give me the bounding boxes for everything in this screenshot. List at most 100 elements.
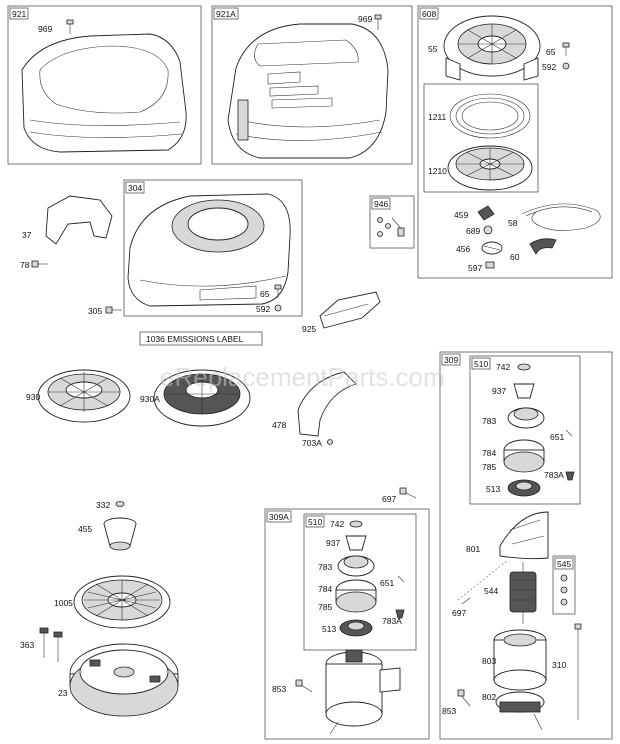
- baffle-37: [45, 195, 113, 245]
- flywheel-23: [69, 643, 179, 717]
- part-803: 803: [482, 656, 496, 666]
- part-1210: 1210: [428, 166, 447, 176]
- part-689: 689: [466, 226, 480, 236]
- group-label-309: 309: [444, 355, 458, 365]
- part-58: 58: [508, 218, 518, 228]
- part-60: 60: [510, 252, 520, 262]
- cup-455: [103, 517, 137, 551]
- part-651-b: 651: [380, 578, 394, 588]
- screw-697-a: [399, 487, 417, 499]
- part-783a-b: 783A: [382, 616, 402, 626]
- group-box-309a: [264, 508, 430, 740]
- washer-592-b: [274, 304, 282, 312]
- screw-305: [105, 306, 122, 314]
- kit-946: [377, 217, 405, 237]
- spring-689: [483, 225, 493, 235]
- pulley-1210: [447, 145, 533, 191]
- retainer-456: [481, 241, 503, 255]
- group-box-510-a: [469, 355, 581, 505]
- group-label-510-a: 510: [474, 359, 488, 369]
- group-label-309a: 309A: [269, 512, 289, 522]
- part-697-a: 697: [382, 494, 396, 504]
- wire-853-a: [295, 679, 313, 693]
- group-box-921a: [211, 5, 413, 165]
- part-592-a: 592: [542, 62, 556, 72]
- part-930: 930: [26, 392, 40, 402]
- emissions-label-box: [139, 331, 263, 346]
- part-513-a: 513: [486, 484, 500, 494]
- part-853-b: 853: [442, 706, 456, 716]
- cap-783a-a: [565, 471, 575, 481]
- screw-651-a: [565, 429, 573, 437]
- part-784-a: 784: [482, 448, 496, 458]
- part-969-a: 969: [38, 24, 52, 34]
- drive-784-b: [335, 579, 377, 613]
- screw-697-b: [461, 597, 471, 605]
- part-742-b: 742: [330, 519, 344, 529]
- part-455: 455: [78, 524, 92, 534]
- part-697-b: 697: [452, 608, 466, 618]
- part-930a: 930A: [140, 394, 160, 404]
- part-459: 459: [454, 210, 468, 220]
- group-box-545: [552, 555, 576, 615]
- gear-783-a: [507, 407, 545, 429]
- clutch-513-b: [339, 619, 373, 637]
- housing-803: [493, 629, 547, 691]
- handle-60: [529, 238, 557, 255]
- screw-969-a: [66, 19, 74, 34]
- part-651-a: 651: [550, 432, 564, 442]
- group-label-545: 545: [557, 559, 571, 569]
- part-703a: 703A: [302, 438, 322, 448]
- bolts-363: [39, 627, 63, 662]
- part-785-b: 785: [318, 602, 332, 612]
- screw-65-b: [274, 284, 282, 298]
- part-742-a: 742: [496, 362, 510, 372]
- blower-housing-304: [127, 193, 291, 307]
- blower-housing-921a: [227, 23, 389, 159]
- part-310: 310: [552, 660, 566, 670]
- bracket-801: [499, 511, 549, 560]
- emissions-label: 1036 EMISSIONS LABEL: [146, 334, 244, 344]
- part-925: 925: [302, 324, 316, 334]
- nut-332: [115, 501, 125, 507]
- part-23: 23: [58, 688, 68, 698]
- spring-937-a: [513, 383, 535, 399]
- cap-783a-b: [395, 609, 405, 619]
- group-label-946: 946: [374, 199, 388, 209]
- part-785-a: 785: [482, 462, 496, 472]
- rewind-starter-housing-55: [443, 15, 541, 81]
- group-label-304: 304: [128, 183, 142, 193]
- group-box-309: [439, 351, 613, 740]
- guard-478: [297, 371, 357, 437]
- screw-742-b: [349, 520, 363, 528]
- group-box-921: [7, 5, 202, 165]
- bolt-310: [574, 623, 582, 720]
- rope-58: [521, 203, 601, 231]
- group-box-608: [417, 5, 613, 279]
- gear-783-b: [337, 555, 375, 577]
- part-478: 478: [272, 420, 286, 430]
- group-label-921a: 921A: [216, 9, 236, 19]
- part-37: 37: [22, 230, 32, 240]
- washer-592-a: [562, 62, 570, 70]
- screw-969-b: [374, 14, 382, 30]
- leader-697-b: [457, 559, 509, 601]
- group-label-921: 921: [12, 9, 26, 19]
- part-802: 802: [482, 692, 496, 702]
- part-363: 363: [20, 640, 34, 650]
- blower-housing-921: [21, 33, 187, 153]
- armature-544: [509, 562, 537, 624]
- part-1005: 1005: [54, 598, 73, 608]
- spring-937-b: [345, 535, 367, 551]
- starter-motor-309a: [325, 649, 401, 735]
- group-label-510-b: 510: [308, 517, 322, 527]
- part-784-b: 784: [318, 584, 332, 594]
- part-65-b: 65: [260, 289, 270, 299]
- group-label-608: 608: [422, 9, 436, 19]
- grass-screen-930a: [153, 369, 251, 427]
- screw-742-a: [517, 363, 531, 371]
- part-305: 305: [88, 306, 102, 316]
- part-65-a: 65: [546, 47, 556, 57]
- part-456: 456: [456, 244, 470, 254]
